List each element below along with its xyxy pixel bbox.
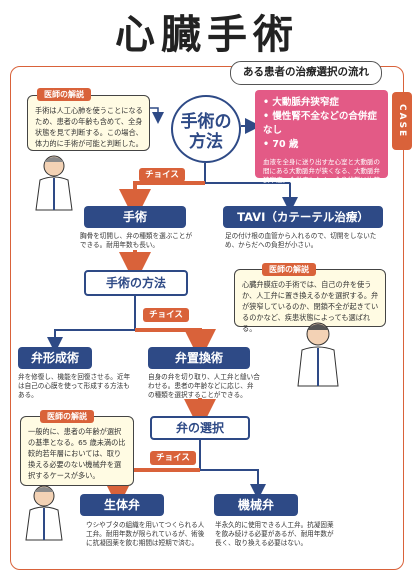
doctor-note-text: 心臓弁膜症の手術では、自己の弁を使うか、人工弁に置き換えるかを選択する。弁が狭窄… xyxy=(242,280,379,333)
node-replace-desc: 自身の弁を切り取り、人工弁と縫い合わせる。患者の年齢などに応じ、弁の種類を選択す… xyxy=(148,373,260,399)
doctor-note-1: 手術は人工心肺を使うことになるため、患者の年齢も含めて、全身状態を見て判断する。… xyxy=(27,95,150,151)
doctor-note-tag: 医師の解説 xyxy=(262,263,316,276)
flow-header: ある患者の治療選択の流れ xyxy=(230,61,382,85)
patient-box: • 大動脈弁狭窄症 • 慢性腎不全などの合併症なし • 70 歳 血液を全身に送… xyxy=(255,90,388,193)
choice-label: チョイス xyxy=(150,451,196,465)
page-title: 心臓手術 xyxy=(115,12,299,58)
flow-frame xyxy=(10,66,404,570)
patient-item: • 大動脈弁狭窄症 xyxy=(263,97,339,108)
node-bio-desc: ウシやブタの組織を用いてつくられる人工弁。耐用年数が限られているが、術後に抗凝固… xyxy=(86,521,205,547)
node-tavi: TAVI（カテーテル治療） xyxy=(223,206,383,228)
doctor-note-3: 一般的に、患者の年齢が選択の基準となる。65 歳未満の比較的若年層においては、取… xyxy=(20,416,134,486)
node-mech: 機械弁 xyxy=(214,494,298,516)
case-label: CASE xyxy=(392,92,412,150)
doctor-note-2: 心臓弁膜症の手術では、自己の弁を使うか、人工弁に置き換えるかを選択する。弁が狭窄… xyxy=(234,269,386,333)
node-plasty-desc: 弁を修復し、機能を回復させる。近年は自己の心膜を使って形成する方法もある。 xyxy=(18,373,131,399)
surgery-method-circle: 手術の方法 xyxy=(171,95,241,163)
node-method: 手術の方法 xyxy=(84,270,188,296)
node-surgery: 手術 xyxy=(84,206,186,228)
node-surgery-desc: 胸骨を切開し、弁の種類を選ぶことができる。耐用年数も長い。 xyxy=(80,232,193,249)
node-tavi-desc: 足の付け根の血管から入れるので、切開をしないため、からだへの負担が小さい。 xyxy=(225,232,377,249)
node-bio: 生体弁 xyxy=(80,494,164,516)
patient-item: • 70 歳 xyxy=(263,139,299,150)
node-replace: 弁置換術 xyxy=(148,347,250,369)
patient-item: • 慢性腎不全などの合併症なし xyxy=(263,111,377,136)
node-valve-select: 弁の選択 xyxy=(150,416,250,440)
doctor-note-tag: 医師の解説 xyxy=(37,88,91,101)
doctor-illustration xyxy=(35,155,73,211)
doctor-note-tag: 医師の解説 xyxy=(40,410,94,423)
doctor-illustration xyxy=(297,322,339,387)
doctor-note-text: 一般的に、患者の年齢が選択の基準となる。65 歳未満の比較的若年層においては、取… xyxy=(28,427,126,480)
node-mech-desc: 半永久的に使用できる人工弁。抗凝固薬を飲み続ける必要があるが、耐用年数が長く、取… xyxy=(215,521,334,547)
choice-label: チョイス xyxy=(139,168,185,182)
patient-description: 血液を全身に送り出す左心室と大動脈の間にある大動脈弁が狭くなる、大動脈弁狭窄症。… xyxy=(263,158,380,193)
node-plasty: 弁形成術 xyxy=(18,347,92,369)
choice-label: チョイス xyxy=(143,308,189,322)
doctor-note-text: 手術は人工心肺を使うことになるため、患者の年齢も含めて、全身状態を見て判断する。… xyxy=(35,106,143,148)
doctor-illustration xyxy=(25,485,63,541)
